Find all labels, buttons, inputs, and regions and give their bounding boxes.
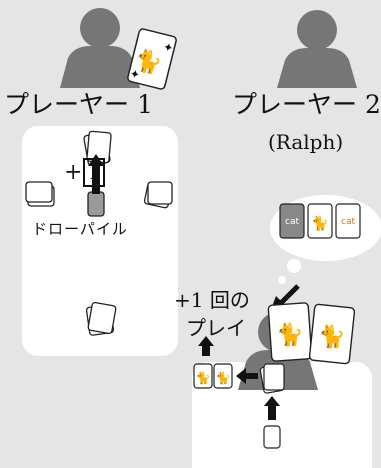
svg-text:🐈: 🐈 (311, 215, 328, 232)
svg-text:🐈: 🐈 (318, 324, 345, 350)
player-2-label: プレーヤー 2 (232, 90, 381, 119)
svg-text:✦: ✦ (128, 66, 141, 82)
player-2-avatar (277, 10, 357, 88)
plus-one-box: 1 (83, 158, 106, 187)
play-count-line2: プレイ (186, 316, 246, 340)
svg-text:🐈: 🐈 (132, 46, 165, 78)
svg-text:✦: ✦ (162, 40, 175, 56)
draw-pile-label: ドローパイル (32, 220, 128, 238)
held-card: 🐈 ✦ ✦ (127, 28, 177, 90)
svg-text:🐈: 🐈 (276, 322, 303, 348)
svg-text:🐈: 🐈 (216, 371, 231, 385)
player-2-sublabel: (Ralph) (268, 130, 344, 154)
player-2-hand: 🐈 🐈 (267, 302, 356, 365)
plus-sign: + (64, 160, 83, 185)
svg-text:🐈: 🐈 (196, 371, 211, 385)
thought-cloud: cat 🐈 cat (270, 195, 381, 284)
card-text-1: cat (285, 217, 299, 227)
draw-increment: +1 (64, 158, 106, 187)
card-text-2: cat (341, 217, 355, 227)
play-count-line1: +1 回の (174, 288, 250, 312)
play-flow-diagram: 🐈 🐈 (193, 336, 285, 449)
player-1-avatar (60, 8, 140, 88)
draw-pile-diagram (25, 130, 173, 336)
player-1-label: プレーヤー 1 (4, 90, 153, 119)
